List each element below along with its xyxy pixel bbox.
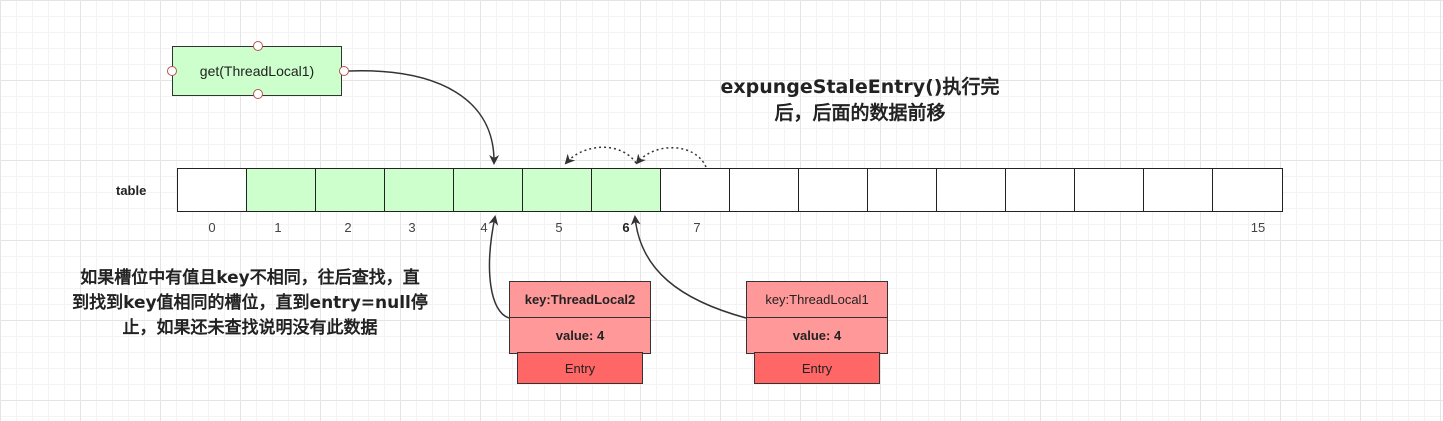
hash-table-array <box>177 168 1305 212</box>
connection-port-bottom <box>253 89 263 99</box>
entry-key: key:ThreadLocal1 <box>746 281 888 318</box>
index-label-6: 6 <box>622 220 630 235</box>
table-label: table <box>116 183 147 198</box>
entry-footer: Entry <box>517 352 643 384</box>
lookup-note-line-3: 止，如果还未查找说明没有此数据 <box>122 318 378 338</box>
table-slot-0 <box>177 168 248 212</box>
index-label-2: 2 <box>344 220 352 235</box>
index-label-15: 15 <box>1250 220 1266 235</box>
table-slot-8 <box>729 168 800 212</box>
index-label-0: 0 <box>208 220 216 235</box>
index-label-4: 4 <box>480 220 488 235</box>
entry-value: value: 4 <box>509 316 651 354</box>
connection-port-right <box>339 66 349 76</box>
connection-port-top <box>253 41 263 51</box>
table-slot-2 <box>315 168 386 212</box>
index-label-1: 1 <box>274 220 282 235</box>
table-slot-12 <box>1005 168 1076 212</box>
table-slot-4 <box>453 168 524 212</box>
table-slot-7 <box>660 168 731 212</box>
get-to-slot-arrow <box>348 70 500 165</box>
index-label-3: 3 <box>408 220 416 235</box>
entry-value: value: 4 <box>746 316 888 354</box>
table-slot-1 <box>246 168 317 212</box>
shift-arrow-7-to-6 <box>635 147 707 168</box>
table-slot-11 <box>936 168 1007 212</box>
table-slot-13 <box>1074 168 1145 212</box>
index-label-7: 7 <box>693 220 701 235</box>
lookup-note: 如果槽位中有值且key不相同，往后查找，直 到找到key值相同的槽位，直到ent… <box>40 266 460 341</box>
table-slot-5 <box>522 168 593 212</box>
expunge-note-line-1: expungeStaleEntry()执行完 <box>720 76 1000 98</box>
table-slot-15 <box>1212 168 1283 212</box>
entry1-to-slot-arrow <box>630 215 747 319</box>
lookup-note-line-1: 如果槽位中有值且key不相同，往后查找，直 <box>80 268 420 288</box>
shift-arrow-6-to-5 <box>564 146 637 165</box>
entry-threadlocal1: key:ThreadLocal1 value: 4 Entry <box>746 281 888 384</box>
index-label-5: 5 <box>555 220 563 235</box>
lookup-note-line-2: 到找到key值相同的槽位，直到entry=null停 <box>72 293 428 313</box>
expunge-note: expungeStaleEntry()执行完 后，后面的数据前移 <box>700 74 1020 126</box>
get-threadlocal-node: get(ThreadLocal1) <box>167 41 349 99</box>
table-slot-3 <box>384 168 455 212</box>
table-slot-10 <box>867 168 938 212</box>
entry-threadlocal2: key:ThreadLocal2 value: 4 Entry <box>509 281 651 384</box>
entry-key: key:ThreadLocal2 <box>509 281 651 318</box>
connection-port-left <box>167 66 177 76</box>
get-node-label: get(ThreadLocal1) <box>199 63 315 79</box>
table-slot-14 <box>1143 168 1214 212</box>
entry2-to-slot-arrow <box>488 215 510 319</box>
expunge-note-line-2: 后，后面的数据前移 <box>774 102 946 124</box>
entry-footer: Entry <box>754 352 880 384</box>
table-slot-6 <box>591 168 662 212</box>
